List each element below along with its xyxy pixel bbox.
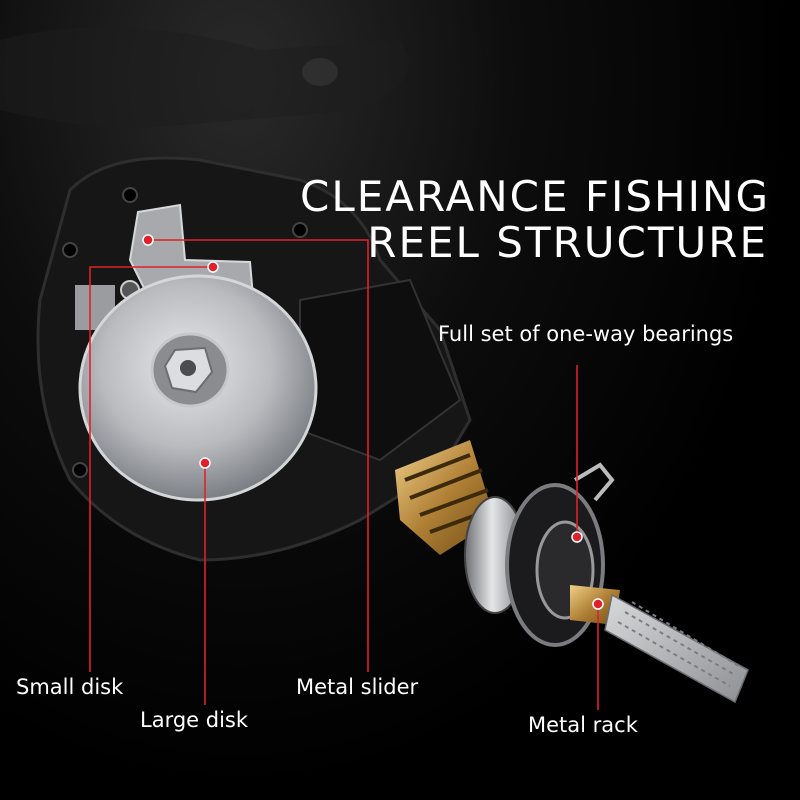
callout-dots <box>142 234 604 610</box>
large-disk-part <box>78 274 318 502</box>
title-line-2: REEL STRUCTURE <box>367 218 768 267</box>
label-one-way-bearings: Full set of one-way bearings <box>438 322 734 346</box>
callout-line-metal-slider <box>148 239 369 672</box>
callout-line-small-disk <box>89 266 213 672</box>
label-metal-slider: Metal slider <box>296 675 419 699</box>
label-large-disk: Large disk <box>140 708 249 732</box>
callout-lines <box>89 239 599 710</box>
callout-dot-bearings <box>571 531 583 543</box>
background-reel-shape <box>0 27 409 131</box>
callout-dot-metal-rack <box>592 598 604 610</box>
callout-dot-metal-slider <box>142 234 154 246</box>
label-metal-rack: Metal rack <box>528 713 638 737</box>
callout-dot-small-disk <box>207 261 219 273</box>
callout-dot-large-disk <box>199 457 211 469</box>
title-line-1: CLEARANCE FISHING <box>300 172 770 221</box>
label-small-disk: Small disk <box>16 675 124 699</box>
